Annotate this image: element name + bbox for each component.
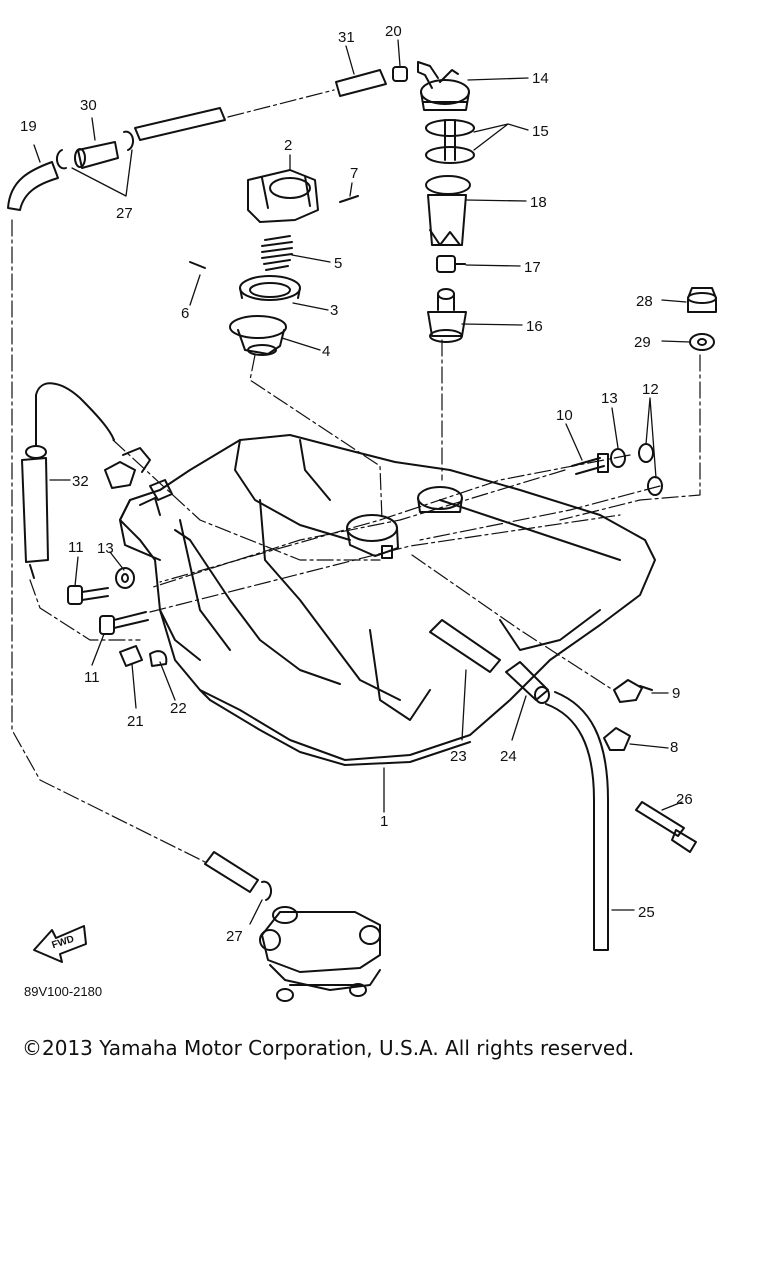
- part-label-32: 32: [72, 473, 89, 490]
- part-label-5: 5: [334, 255, 342, 272]
- fwd-arrow-icon: [33, 925, 87, 963]
- part-label-2: 2: [284, 137, 292, 154]
- part-label-29: 29: [634, 334, 651, 351]
- part-label-16: 16: [526, 318, 543, 335]
- tank-filler-neck: [346, 514, 399, 557]
- vent-hose: [134, 107, 226, 141]
- spring: [261, 235, 293, 271]
- bolt-11-lower: [99, 611, 149, 635]
- sender-cap: [417, 61, 470, 111]
- clip-22: [149, 650, 168, 667]
- part-label-30: 30: [80, 97, 97, 114]
- washer-29: [689, 333, 715, 351]
- part-label-12: 12: [642, 381, 659, 398]
- part-label-17: 17: [524, 259, 541, 276]
- clip-21: [119, 645, 143, 667]
- part-label-21: 21: [127, 713, 144, 730]
- copyright-notice: ©2013 Yamaha Motor Corporation, U.S.A. A…: [22, 1036, 635, 1060]
- part-label-19: 19: [20, 118, 37, 135]
- grommet-8: [603, 727, 631, 751]
- fitting-24: [505, 661, 550, 704]
- part-label-27-upper: 27: [116, 205, 133, 222]
- bolt-10: [571, 453, 609, 475]
- tank-clip: [381, 545, 393, 559]
- fuel-tank: [119, 434, 656, 766]
- part-label-26: 26: [676, 791, 693, 808]
- washer-13-left: [115, 567, 135, 589]
- hose-31: [335, 69, 387, 97]
- parts-diagram: 1 2 3 4 5 6 7 8 9 10 11 11 12 13 13 14 1…: [7, 23, 717, 1002]
- part-label-23: 23: [450, 748, 467, 765]
- part-label-24: 24: [500, 748, 517, 765]
- part-label-18: 18: [530, 194, 547, 211]
- sender-tube: [425, 175, 471, 246]
- part-label-11-lower: 11: [84, 669, 100, 686]
- clamp-27-lower: [261, 880, 273, 901]
- part-label-20: 20: [385, 23, 402, 40]
- part-label-6: 6: [181, 305, 189, 322]
- part-label-31: 31: [338, 29, 355, 46]
- part-label-15: 15: [532, 123, 549, 140]
- check-valve: [74, 141, 119, 169]
- washer-13-right: [610, 448, 626, 468]
- connection-lines: [11, 89, 701, 863]
- part-label-22: 22: [170, 700, 187, 717]
- part-label-14: 14: [532, 70, 549, 87]
- part-label-9: 9: [672, 685, 680, 702]
- filler-neck-flange: [229, 315, 287, 356]
- part-label-27-lower: 27: [226, 928, 243, 945]
- part-label-11-upper: 11: [68, 539, 84, 556]
- part-label-13-left: 13: [97, 540, 114, 557]
- leader-lines: [33, 39, 691, 925]
- part-label-13-right: 13: [601, 390, 618, 407]
- lower-hose: [204, 851, 259, 893]
- part-label-1: 1: [380, 813, 388, 830]
- strap-26: [635, 801, 697, 853]
- pin-6: [189, 261, 206, 269]
- bracket-9: [613, 679, 653, 703]
- filler-cap: [247, 169, 319, 223]
- part-label-28: 28: [636, 293, 653, 310]
- small-clamp: [436, 255, 466, 273]
- cap-gasket: [239, 275, 301, 301]
- bolt-11-upper: [67, 585, 109, 605]
- part-label-3: 3: [330, 302, 338, 319]
- hose-32: [21, 445, 49, 579]
- pickup-filter: [427, 288, 467, 343]
- vent-line: [35, 382, 115, 446]
- nut-12: [638, 443, 663, 496]
- clamp-27b: [123, 130, 135, 151]
- pin-7: [339, 195, 359, 203]
- hose-19: [7, 161, 59, 211]
- o-rings: [425, 119, 475, 164]
- fuel-pump: [259, 906, 381, 1002]
- hose-23: [429, 619, 501, 673]
- part-label-25: 25: [638, 904, 655, 921]
- hose-25: [545, 691, 609, 951]
- tank-pickup-boss: [417, 486, 463, 513]
- part-label-4: 4: [322, 343, 330, 360]
- hose-clamp-20: [392, 66, 408, 82]
- part-label-7: 7: [350, 165, 358, 182]
- tank-left-fittings: [104, 447, 173, 516]
- grommet-28: [687, 287, 717, 313]
- clamp-27a: [55, 149, 67, 170]
- part-label-8: 8: [670, 739, 678, 756]
- part-label-10: 10: [556, 407, 573, 424]
- diagram-code: 89V100-2180: [24, 984, 102, 999]
